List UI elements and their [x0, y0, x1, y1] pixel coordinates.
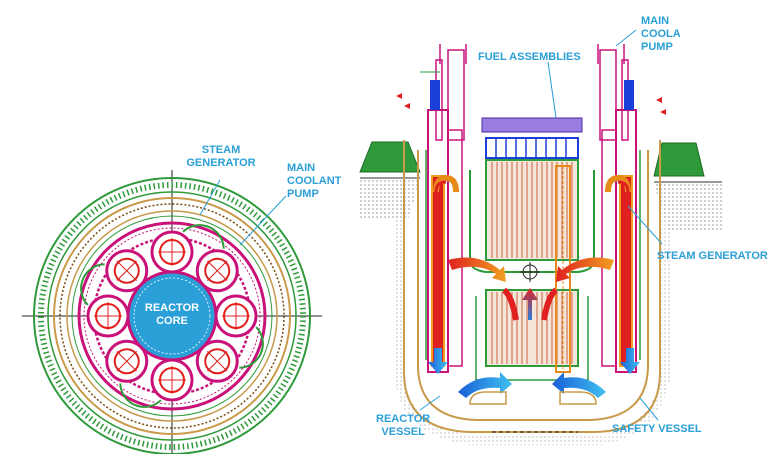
safety-vessel: [403, 140, 661, 433]
cool-arrow-left: [428, 348, 448, 374]
right-pump-motor: [624, 80, 634, 110]
flow-arrow-upper-left: [448, 257, 506, 282]
steam-generator-label-left: STEAM GENERATOR: [186, 144, 256, 169]
outer-ring-ribs: [38, 182, 306, 450]
left-pump: [447, 49, 465, 141]
left-foundation: [359, 141, 421, 173]
plan-view: [22, 170, 322, 454]
sg-leader-line: [199, 179, 221, 216]
elevation-view: [359, 29, 722, 445]
cool-arrow-bottom-left: [458, 372, 512, 398]
safety-vessel-label: SAFETY VESSEL: [612, 423, 702, 435]
tan-ring-inner: [66, 210, 278, 422]
main-coolant-pump-label-left: MAIN COOLANT PUMP: [287, 162, 342, 200]
left-soil: [360, 180, 420, 220]
tan-ring-dashed: [59, 203, 285, 429]
right-sg-tube: [619, 175, 633, 367]
main-coolant-pump-label-right: MAIN COOLA PUMP: [641, 15, 681, 53]
pump-leader-line: [239, 195, 287, 246]
fuel-assemblies-cap: [481, 117, 583, 133]
magenta-ring-dashed: [83, 227, 261, 405]
reactor-vessel-label: REACTOR VESSEL: [376, 413, 431, 438]
steam-generator-label-right: STEAM GENERATOR: [657, 250, 768, 262]
sg-circles: [80, 224, 264, 408]
cool-arrow-bottom-right: [552, 372, 606, 398]
reactor-vessel: [417, 150, 649, 421]
cool-arrow-right: [620, 348, 640, 374]
sv-leader-line: [639, 397, 659, 421]
left-sg-tube: [431, 175, 445, 367]
outer-ring-inner: [47, 191, 297, 441]
pump-right-leader-line: [615, 29, 637, 47]
reactor-core: [126, 270, 218, 362]
fuel-assemblies-label: FUEL ASSEMBLIES: [478, 51, 581, 63]
green-ring-inner: [71, 215, 273, 417]
flow-arrow-upper-right: [556, 257, 614, 282]
left-pump-motor: [430, 80, 440, 110]
tan-ring-outer: [53, 197, 291, 435]
right-pump: [599, 49, 617, 141]
fuel-leader-line: [547, 61, 557, 119]
upper-plenum: [485, 137, 579, 159]
right-foundation: [653, 142, 705, 177]
magenta-ring: [77, 221, 267, 411]
sg-right-leader-line: [627, 205, 663, 245]
flow-arrow-center: [522, 288, 538, 320]
rv-leader-line: [419, 395, 441, 411]
reactor-core-label: REACTOR CORE: [144, 302, 200, 327]
outer-ring: [33, 177, 311, 454]
